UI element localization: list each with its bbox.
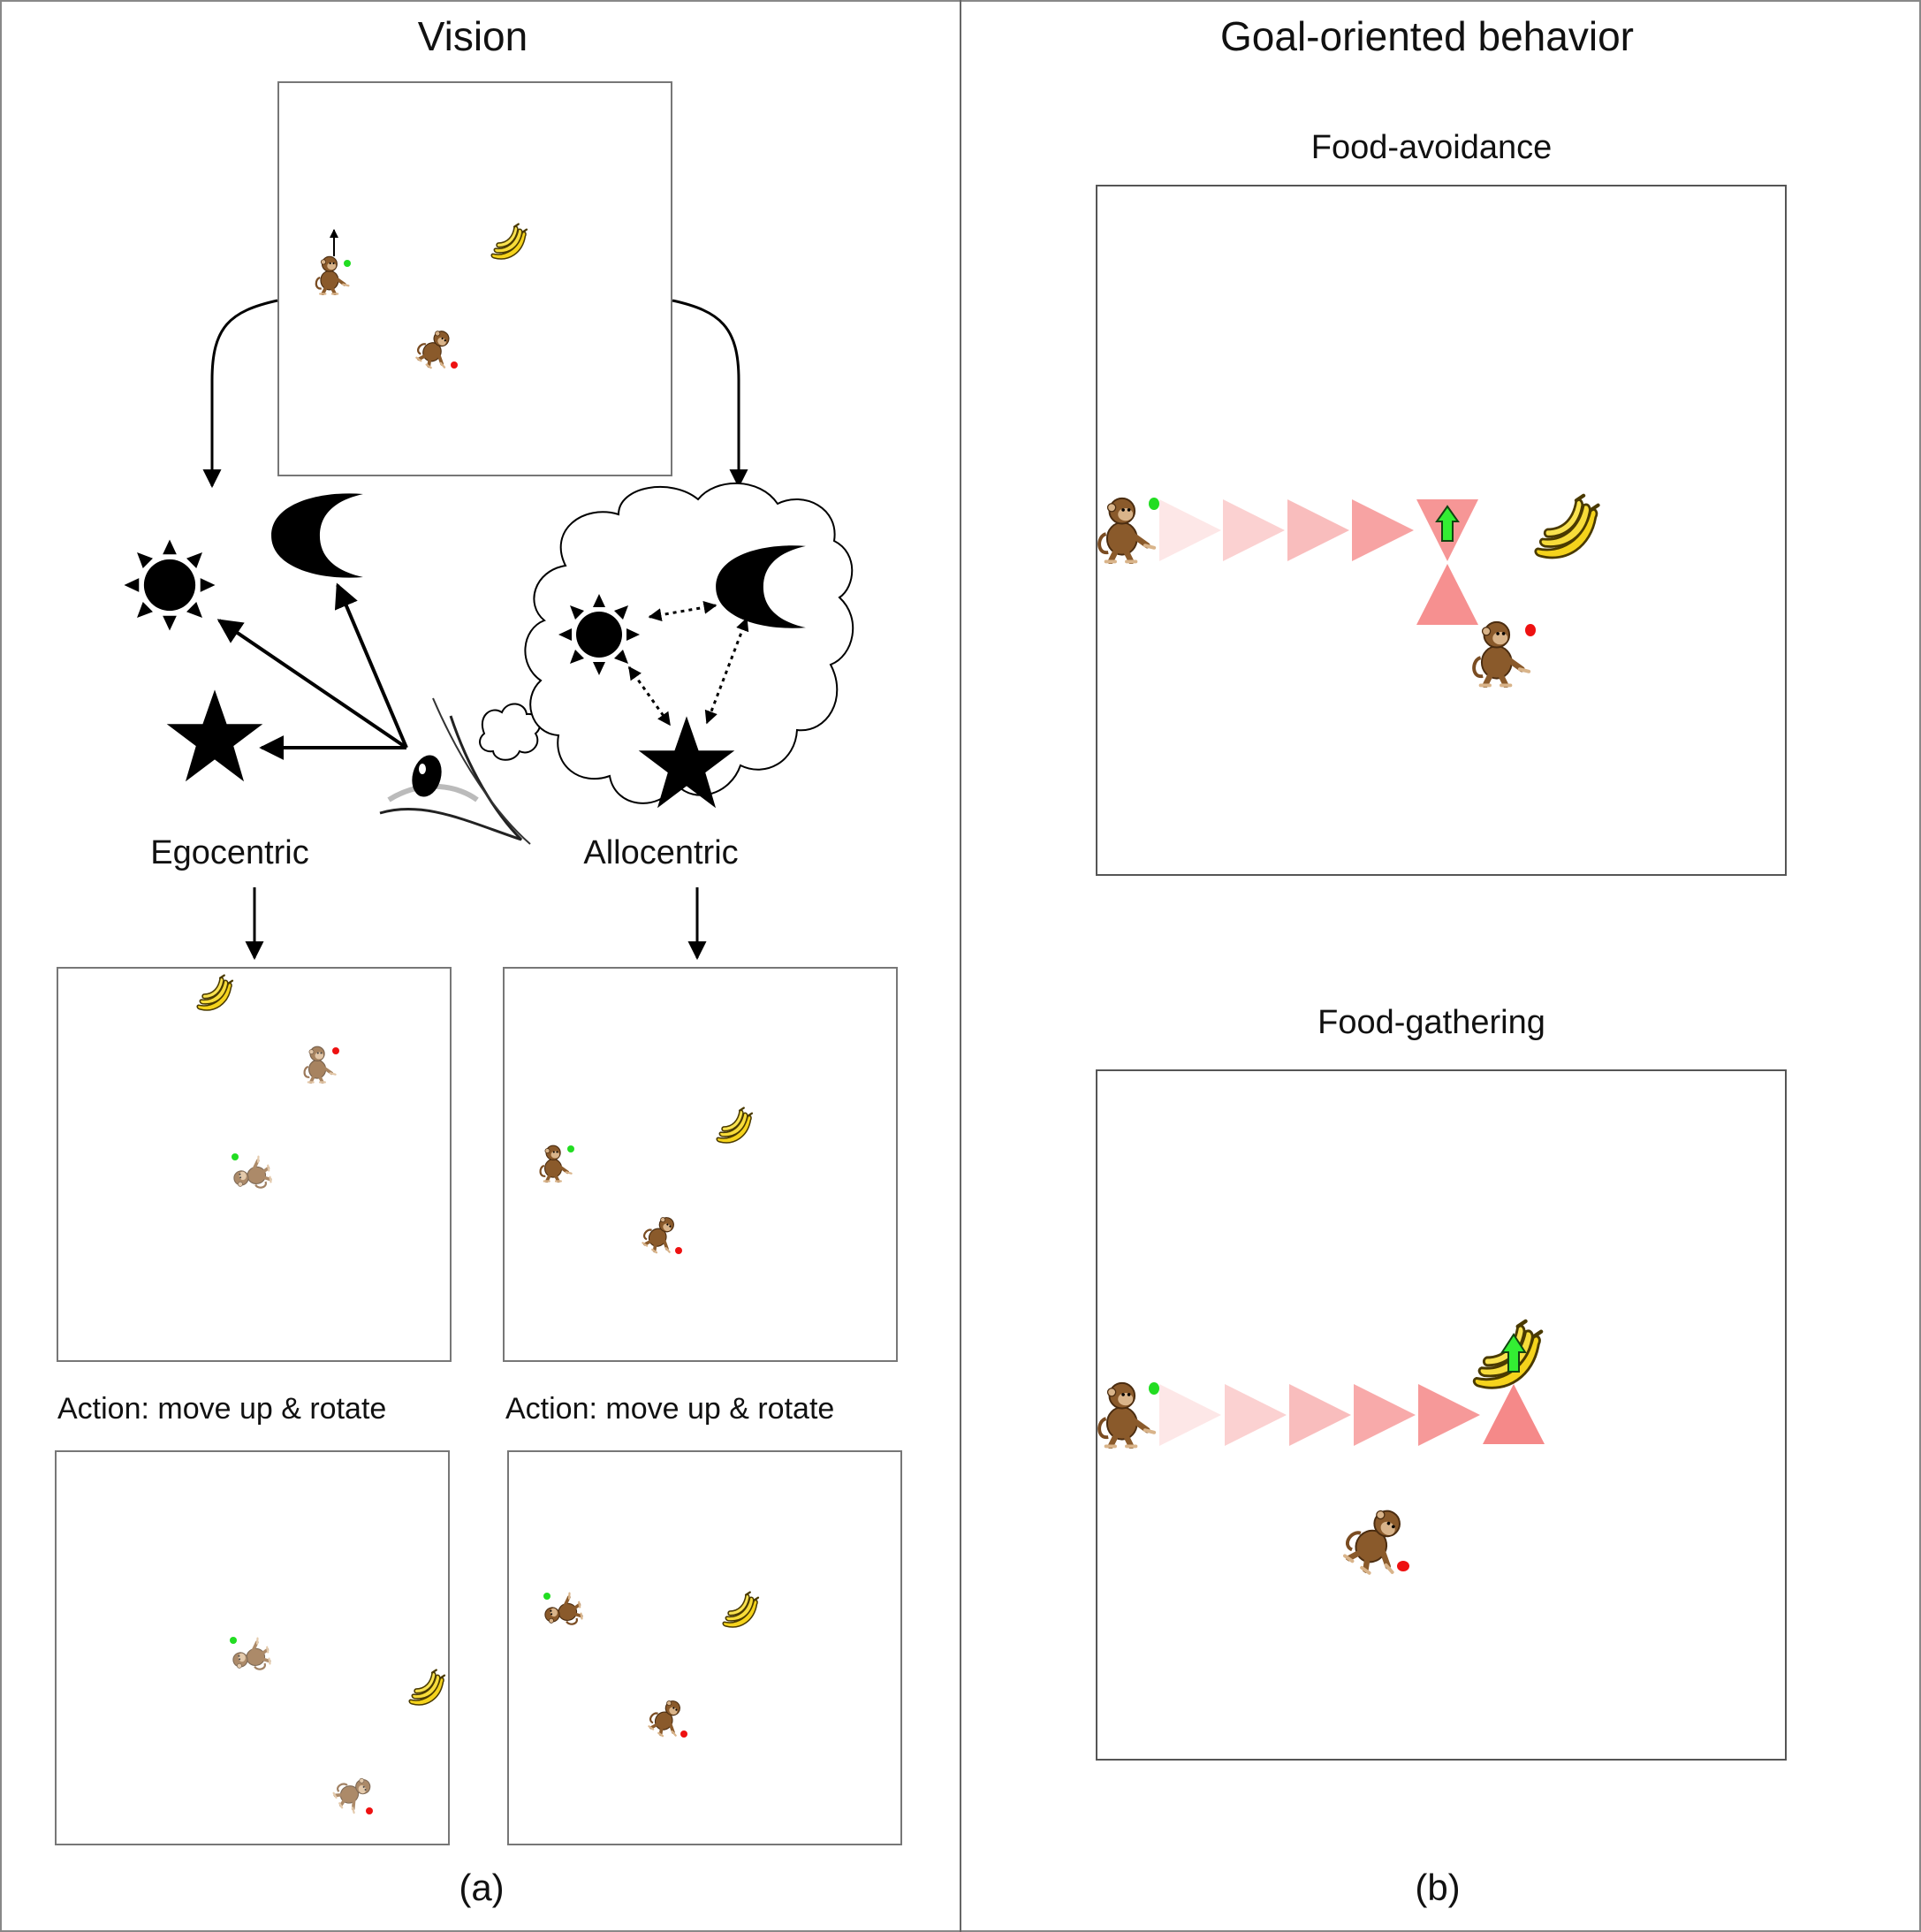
other-dot: [366, 1807, 373, 1814]
to-egocentric-arrow: [202, 299, 278, 489]
agent-dot: [567, 1145, 574, 1152]
agent-dot: [1149, 1382, 1159, 1395]
food-gathering-title: Food-gathering: [1317, 1004, 1545, 1041]
food-gathering-frame: [1096, 1069, 1787, 1761]
agent-dot: [1149, 498, 1159, 510]
panel-a-title: Vision: [417, 13, 528, 59]
other-dot: [1397, 1561, 1409, 1571]
sun-icon: [558, 594, 640, 675]
sun-icon: [124, 539, 216, 631]
other-dot: [332, 1047, 339, 1054]
food-avoidance-frame: [1096, 185, 1787, 876]
agent-dot: [230, 1637, 237, 1644]
path-triangles: [1159, 1384, 1545, 1446]
star-icon: [166, 689, 263, 782]
agent-dot: [344, 260, 351, 267]
thought-cloud-small-icon: [479, 703, 541, 761]
up-arrow-icon: [1500, 1333, 1527, 1373]
up-arrow-icon: [1435, 505, 1460, 542]
agent-dot: [543, 1593, 550, 1600]
eye-icon: [379, 697, 531, 845]
allocentric-frame-2: [507, 1450, 902, 1845]
allocentric-frame-1: [503, 967, 898, 1362]
action-label-egocentric: Action: move up & rotate: [57, 1392, 387, 1426]
food-avoidance-title: Food-avoidance: [1310, 129, 1553, 166]
panel-b-caption: (b): [1415, 1867, 1461, 1908]
agent-dot: [232, 1153, 239, 1160]
other-dot: [680, 1730, 687, 1738]
other-dot: [451, 361, 458, 369]
panel-a-caption: (a): [459, 1867, 505, 1908]
to-allocentric-arrow: [672, 299, 748, 489]
other-dot: [675, 1247, 682, 1254]
other-dot: [1525, 624, 1536, 636]
egocentric-arrows: [216, 582, 408, 760]
moon-icon: [271, 493, 363, 578]
panel-b-title: Goal-oriented behavior: [1220, 13, 1634, 59]
egocentric-frame-1: [57, 967, 452, 1362]
action-label-allocentric: Action: move up & rotate: [505, 1392, 835, 1426]
allocentric-relations: [627, 600, 749, 726]
egocentric-label: Egocentric: [150, 834, 309, 871]
path-triangles: [1159, 499, 1478, 625]
vision-input-frame: [277, 81, 672, 476]
allocentric-label: Allocentric: [583, 834, 739, 871]
egocentric-frame-2: [55, 1450, 450, 1845]
